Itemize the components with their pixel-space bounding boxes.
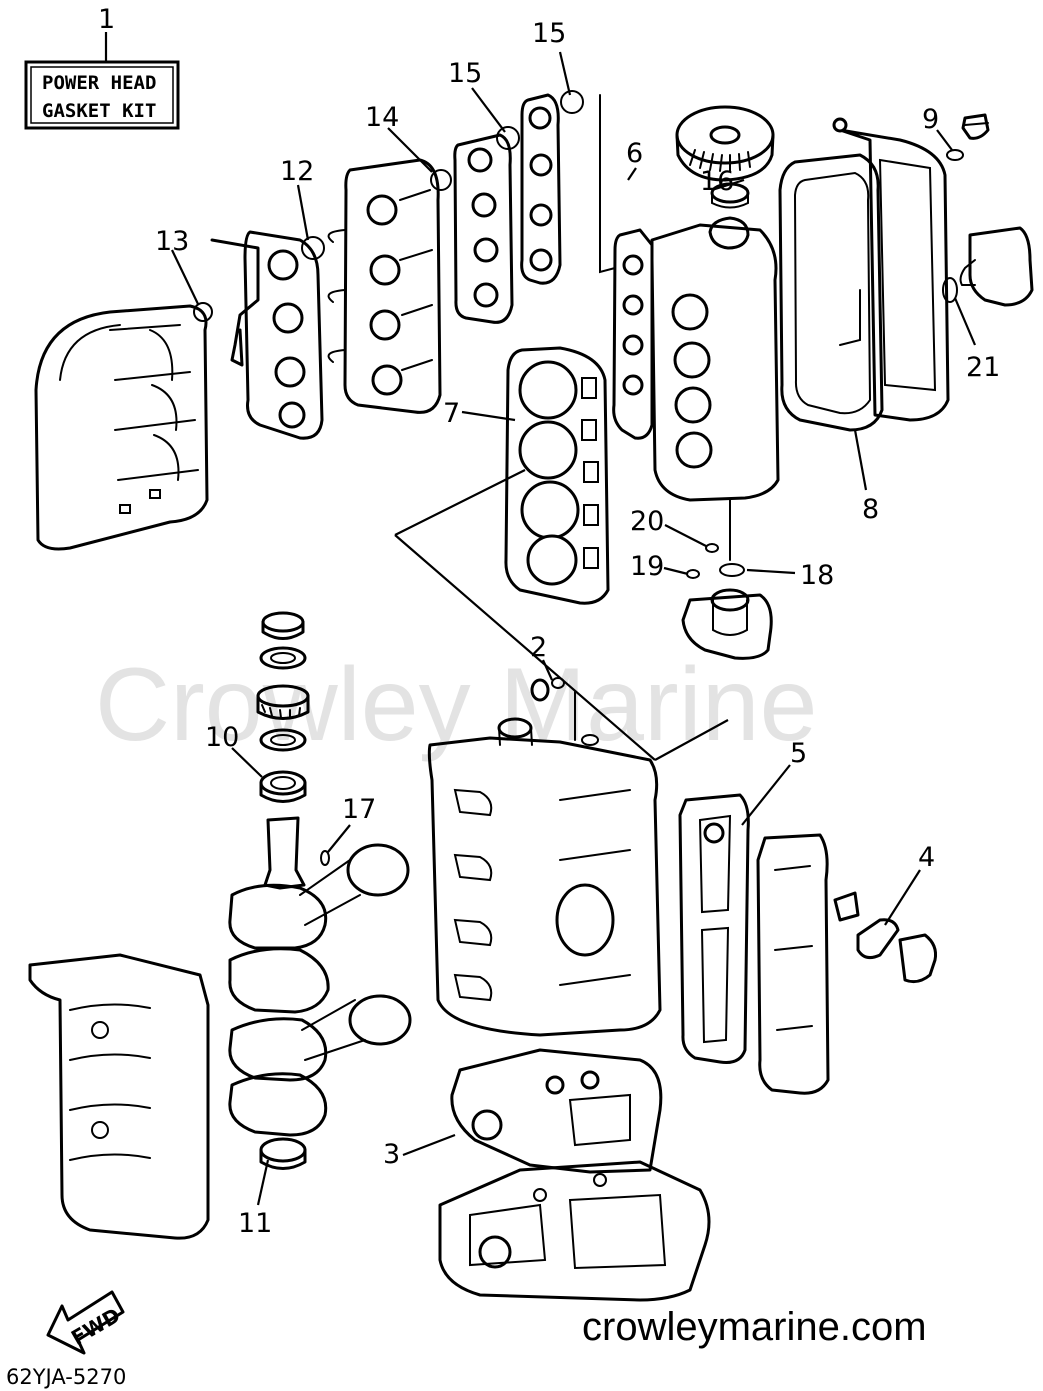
cylinder-head-gasket — [504, 346, 610, 605]
callout-14: 14 — [365, 102, 399, 133]
callout-11: 11 — [238, 1208, 272, 1239]
crankshaft — [228, 816, 412, 1170]
callout-10: 10 — [205, 722, 239, 753]
callout-1: 1 — [98, 4, 115, 35]
kit-label-line1: POWER HEAD — [42, 72, 156, 94]
timing-pulley — [675, 105, 775, 209]
callout-8: 8 — [862, 494, 879, 525]
power-head-gasket-kit-box: POWER HEAD GASKET KIT — [24, 32, 180, 130]
crankshaft-bearing-stack — [256, 611, 310, 803]
reed-valve-gasket-right — [520, 90, 584, 285]
drain-plug — [946, 113, 990, 161]
fwd-label: FWD — [67, 1303, 124, 1350]
watermark-text: Crowley Marine — [95, 647, 817, 763]
callout-19: 19 — [630, 551, 664, 582]
crankcase-bottom-gasket — [450, 1048, 663, 1174]
diagram-code: 62YJA-5270 — [6, 1365, 126, 1389]
oil-pump-housing — [681, 499, 773, 660]
intake-silencer — [34, 304, 209, 551]
callout-21: 21 — [966, 352, 1000, 383]
callout-20: 20 — [630, 506, 664, 537]
callout-6: 6 — [626, 138, 643, 169]
callout-15-left: 15 — [448, 58, 482, 89]
exhaust-cover — [756, 833, 860, 1095]
callout-18: 18 — [800, 560, 834, 591]
intake-manifold-gasket — [193, 230, 325, 440]
callout-13: 13 — [155, 226, 189, 257]
callout-17: 17 — [342, 794, 376, 825]
callout-3: 3 — [383, 1139, 400, 1170]
cylinder-head — [599, 94, 780, 502]
callout-2: 2 — [530, 632, 547, 663]
lower-casing-base — [438, 1160, 711, 1302]
callout-12: 12 — [280, 156, 314, 187]
callout-4: 4 — [918, 842, 935, 873]
cylinder-head-cover — [778, 117, 950, 432]
kit-label-line2: GASKET KIT — [42, 100, 156, 122]
callout-5: 5 — [790, 738, 807, 769]
crankcase-left-half — [28, 953, 210, 1240]
thermostat-cover — [942, 226, 1034, 307]
website-url: crowleymarine.com — [582, 1305, 927, 1349]
leader-lines — [171, 51, 977, 1206]
callout-16: 16 — [700, 166, 734, 197]
exhaust-cover-gasket — [678, 793, 750, 1064]
callout-7: 7 — [443, 398, 460, 429]
callout-9: 9 — [922, 104, 939, 135]
cylinder-block — [427, 677, 662, 1037]
thermostat-assembly — [856, 918, 937, 984]
callout-15-right: 15 — [532, 18, 566, 49]
reed-valve-gasket-left — [453, 126, 520, 324]
forward-direction-arrow: FWD — [46, 1290, 125, 1355]
reed-valve-block — [327, 158, 452, 414]
callout-numbers: 1 15 15 14 12 13 6 16 9 21 8 7 20 19 18 … — [98, 4, 1000, 1239]
